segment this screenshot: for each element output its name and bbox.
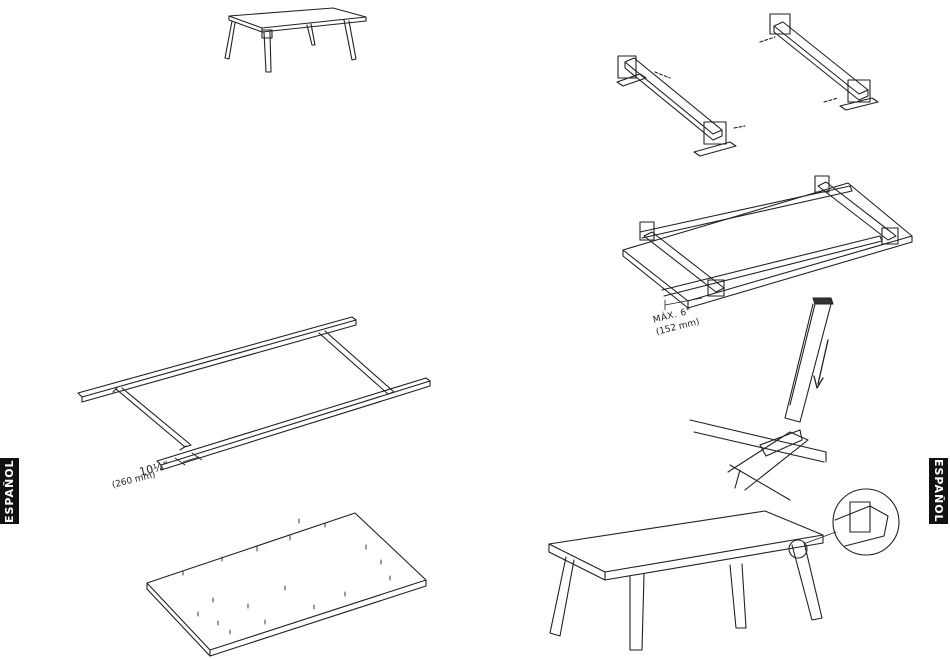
figure-frame-layout	[78, 317, 430, 470]
figure-frame-on-tabletop	[623, 176, 912, 310]
figure-leg-brackets-pair	[617, 14, 878, 156]
figure-assembled-table-preview	[225, 8, 366, 72]
figure-leg-insertion	[690, 298, 833, 500]
language-tab-right: ESPAÑOL	[929, 458, 948, 524]
figure-tabletop-underside	[147, 513, 426, 656]
language-tab-left: ESPAÑOL	[0, 458, 19, 524]
figure-finished-table	[549, 489, 899, 650]
